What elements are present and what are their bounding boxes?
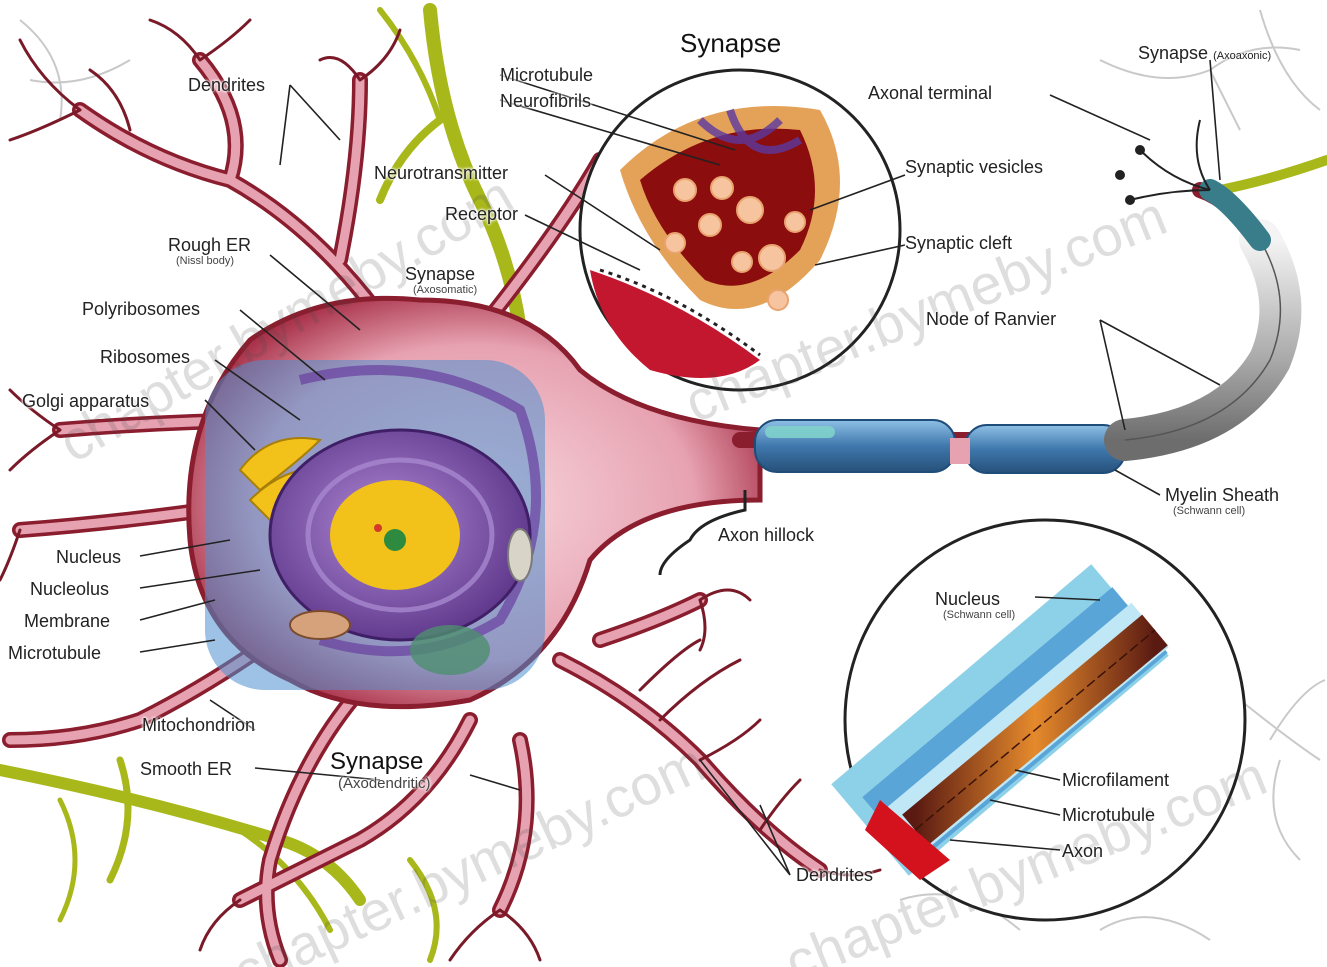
label-myelin-sheath: Myelin Sheath(Schwann cell) (1165, 486, 1279, 517)
label-nucleus-schwann-sub: (Schwann cell) (935, 610, 1015, 621)
label-nucleolus: Nucleolus (30, 580, 109, 598)
label-axonal-terminal: Axonal terminal (868, 84, 992, 102)
label-golgi: Golgi apparatus (22, 392, 149, 410)
label-dendrites-bottom: Dendrites (796, 866, 873, 884)
label-synapse-axosomatic: Synapse(Axosomatic) (405, 265, 477, 296)
label-smooth-er: Smooth ER (140, 760, 232, 778)
label-nucleus: Nucleus (56, 548, 121, 566)
label-neurofibrils: Neurofibrils (500, 92, 591, 110)
label-nucleus-schwann: Nucleus(Schwann cell) (935, 590, 1015, 621)
label-synapse-axoaxonic: Synapse (Axoaxonic) (1138, 44, 1271, 62)
label-myelin-sheath-main: Myelin Sheath (1165, 485, 1279, 505)
label-polyribosomes: Polyribosomes (82, 300, 200, 318)
label-synapse-axoaxonic-main: Synapse (1138, 43, 1208, 63)
label-membrane: Membrane (24, 612, 110, 630)
label-dendrites-top: Dendrites (188, 76, 265, 94)
label-receptor: Receptor (445, 205, 518, 223)
label-rough-er-main: Rough ER (168, 235, 251, 255)
label-ribosomes: Ribosomes (100, 348, 190, 366)
label-nucleus-schwann-main: Nucleus (935, 589, 1000, 609)
label-synapse-axodendritic-sub: (Axodendritic) (330, 776, 431, 791)
label-rough-er-sub: (Nissl body) (168, 256, 251, 267)
label-axon: Axon (1062, 842, 1103, 860)
label-synaptic-vesicles: Synaptic vesicles (905, 158, 1043, 176)
label-synapse-axodendritic: Synapse(Axodendritic) (330, 750, 431, 791)
label-axon-hillock: Axon hillock (718, 526, 814, 544)
label-node-of-ranvier: Node of Ranvier (926, 310, 1056, 328)
label-synapse-axosomatic-main: Synapse (405, 264, 475, 284)
label-myelin-sheath-sub: (Schwann cell) (1165, 506, 1279, 517)
label-rough-er: Rough ER(Nissl body) (168, 236, 251, 267)
label-synaptic-cleft: Synaptic cleft (905, 234, 1012, 252)
label-synapse-axodendritic-main: Synapse (330, 748, 423, 775)
label-synapse-axoaxonic-sub: (Axoaxonic) (1213, 50, 1271, 62)
label-synapse-axosomatic-sub: (Axosomatic) (405, 285, 477, 296)
label-neurotransmitter: Neurotransmitter (374, 164, 508, 182)
label-microtubule-left: Microtubule (8, 644, 101, 662)
label-microfilament: Microfilament (1062, 771, 1169, 789)
label-microtubule-right: Microtubule (1062, 806, 1155, 824)
label-mitochondrion: Mitochondrion (142, 716, 255, 734)
label-synapse-top: Synapse (680, 30, 781, 56)
label-microtubule-top: Microtubule (500, 66, 593, 84)
